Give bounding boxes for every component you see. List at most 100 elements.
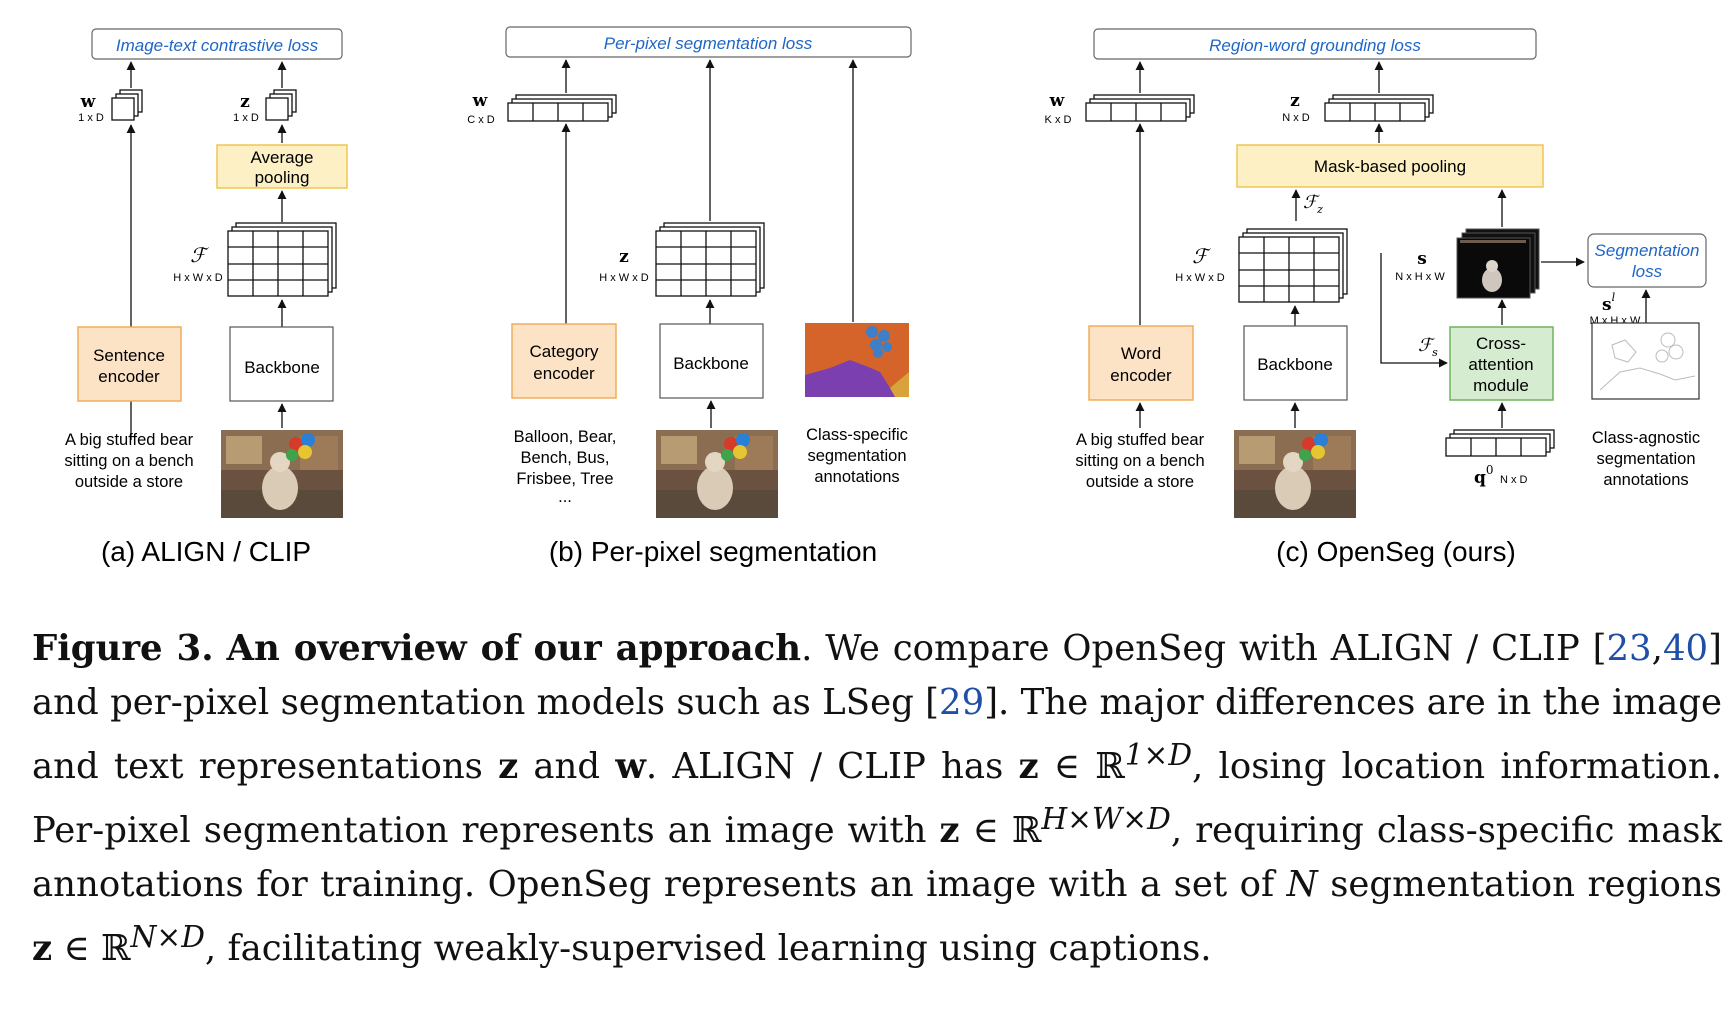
w-dim-a: 1 x D [78,112,104,124]
w-matrix-icon-b [507,94,617,122]
w-dim-b: C x D [467,114,495,126]
backbone-box-a [229,326,334,402]
z-dim-c: N x D [1282,112,1310,124]
w-dim-c: K x D [1045,114,1072,126]
figure-title: An overview of our approach [226,628,802,669]
encoder-label-b-2: encoder [533,364,595,383]
Fs-label: ℱs [1418,335,1438,359]
input-photo-b [656,430,778,518]
w-label-c: w [1049,91,1065,111]
loss-box-b [505,26,912,58]
backbone-box-b [659,323,764,399]
w-vector-icon-a [111,89,143,121]
segmentation-loss-box [1587,233,1707,288]
sentence-text-a-1: A big stuffed bear [65,431,194,449]
word-encoder-box [1088,325,1194,401]
sl-label: sl [1602,291,1616,315]
z-label-a: z [240,92,250,112]
figure-label: Figure 3. [32,628,214,669]
z-matrix-icon-c [1324,94,1434,122]
sentence-text-c-2: sitting on a bench [1075,452,1204,470]
seg-loss-label-2: loss [1632,262,1663,281]
w-matrix-icon-c [1085,94,1195,122]
panel-title-b: (b) Per-pixel segmentation [549,536,877,567]
loss-box-a [91,28,343,60]
cross-label-2: attention [1468,355,1533,374]
panel-a: Image-text contrastive loss w 1 x D z 1 … [64,28,348,567]
pool-label-a-2: pooling [255,168,310,187]
annot-text-b-2: segmentation [807,447,906,465]
class-specific-mask-image [805,323,909,397]
category-text-1: Balloon, Bear, [514,428,617,446]
annot-text-c-1: Class-agnostic [1592,429,1700,447]
encoder-label-c-1: Word [1121,344,1161,363]
panel-b: Per-pixel segmentation loss w C x D z H … [467,26,912,567]
q-label: q0 [1474,463,1494,488]
seg-loss-label-1: Segmentation [1595,241,1700,260]
F-label-c: ℱ [1192,244,1211,268]
mask-stack-image-s [1456,228,1540,299]
average-pooling-box [216,144,348,189]
pool-label-c: Mask-based pooling [1314,157,1466,176]
Fz-label: ℱz [1303,192,1323,216]
panel-title-c: (c) OpenSeg (ours) [1276,536,1516,567]
feature-map-grid-c [1238,228,1348,303]
loss-label-c: Region-word grounding loss [1209,36,1421,55]
input-photo-a [221,430,343,518]
cross-label-1: Cross- [1476,334,1526,353]
loss-box-c [1093,28,1537,60]
category-text-2: Bench, Bus, [521,449,610,467]
pool-label-a-1: Average [250,148,313,167]
category-text-4: ... [558,488,572,506]
mask-based-pooling-box [1236,144,1544,188]
feature-map-grid-a [227,222,337,297]
w-label-a: w [80,92,96,112]
F-dim-c: H x W x D [1175,272,1225,284]
category-text-3: Frisbee, Tree [516,470,613,488]
encoder-label-c-2: encoder [1110,366,1172,385]
annot-text-c-3: annotations [1603,471,1688,489]
w-label-b: w [472,91,488,111]
encoder-label-b-1: Category [530,342,599,361]
citation-link[interactable]: 29 [939,681,985,723]
backbone-label-c: Backbone [1257,355,1333,374]
z-feature-grid-b [655,222,765,297]
backbone-label-a: Backbone [244,358,320,377]
figure-caption: Figure 3. An overview of our approach. W… [32,628,1722,969]
loss-label-b: Per-pixel segmentation loss [604,34,813,53]
sentence-text-a-3: outside a store [75,473,183,491]
category-encoder-box [511,323,617,399]
panel-c: Region-word grounding loss w K x D z N x… [1045,28,1707,567]
input-photo-c [1234,430,1356,518]
sentence-text-c-1: A big stuffed bear [1076,431,1205,449]
encoder-label-a-2: encoder [98,367,160,386]
backbone-box-c [1243,325,1348,401]
F-dim-a: H x W x D [173,272,223,284]
citation-link[interactable]: 23 [1606,628,1652,669]
s-dim: N x H x W [1395,271,1445,283]
annot-text-c-2: segmentation [1596,450,1695,468]
sentence-text-a-2: sitting on a bench [64,452,193,470]
annot-text-b-3: annotations [814,468,899,486]
z-vector-icon-a [265,89,297,121]
F-label-a: ℱ [190,243,209,267]
cross-attention-box [1449,326,1554,401]
class-agnostic-mask-image [1591,322,1700,400]
z-dim-b: H x W x D [599,272,649,284]
citation-link[interactable]: 40 [1662,628,1709,669]
sentence-text-c-3: outside a store [1086,473,1194,491]
q-dim: N x D [1500,474,1528,486]
s-label: s [1417,249,1427,269]
backbone-label-b: Backbone [673,354,749,373]
q-matrix-icon [1445,429,1555,457]
loss-label-a: Image-text contrastive loss [116,36,319,55]
encoder-label-a-1: Sentence [93,346,165,365]
z-label-c: z [1290,91,1300,111]
z-label-b: z [619,247,629,267]
annot-text-b-1: Class-specific [806,426,908,444]
z-dim-a: 1 x D [233,112,259,124]
cross-label-3: module [1473,376,1529,395]
figure-diagram: Image-text contrastive loss w 1 x D z 1 … [64,26,1707,567]
panel-title-a: (a) ALIGN / CLIP [101,536,311,567]
sentence-encoder-box [77,326,182,402]
